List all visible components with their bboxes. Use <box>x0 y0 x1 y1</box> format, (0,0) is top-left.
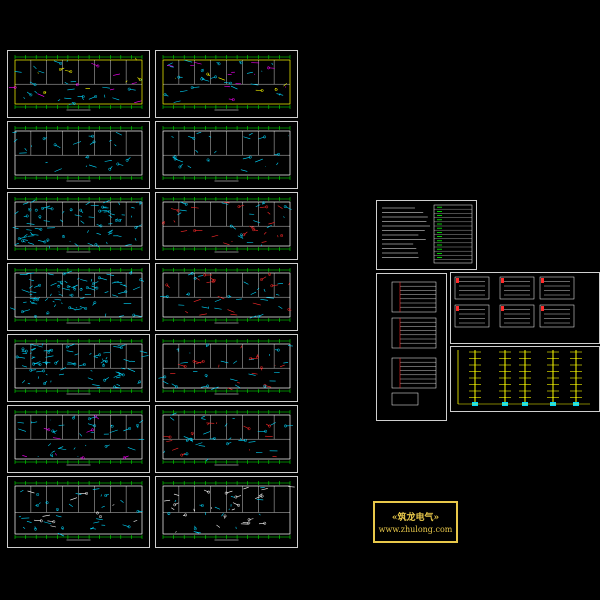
plan-sheet-14 <box>155 476 298 548</box>
plan-sheet-4 <box>7 263 150 331</box>
watermark-logo: «筑龙电气» www.zhulong.com <box>373 501 458 543</box>
plan-sheet-10 <box>155 192 298 260</box>
plan-sheet-6 <box>7 405 150 473</box>
riser-diagram-sheet <box>450 346 600 412</box>
plan-sheet-9 <box>155 121 298 189</box>
plan-sheet-8 <box>155 50 298 118</box>
panel-schedule-sheet <box>376 273 447 421</box>
plan-sheet-5 <box>7 334 150 402</box>
plan-sheet-11 <box>155 263 298 331</box>
design-notes-sheet <box>376 200 477 270</box>
plan-sheet-7 <box>7 476 150 548</box>
plan-sheet-13 <box>155 405 298 473</box>
plan-sheet-3 <box>7 192 150 260</box>
watermark-url: www.zhulong.com <box>378 525 453 534</box>
plan-sheet-1 <box>7 50 150 118</box>
watermark-title: «筑龙电气» <box>391 513 440 523</box>
distribution-diagram-sheet <box>450 272 600 344</box>
plan-sheet-12 <box>155 334 298 402</box>
plan-sheet-2 <box>7 121 150 189</box>
